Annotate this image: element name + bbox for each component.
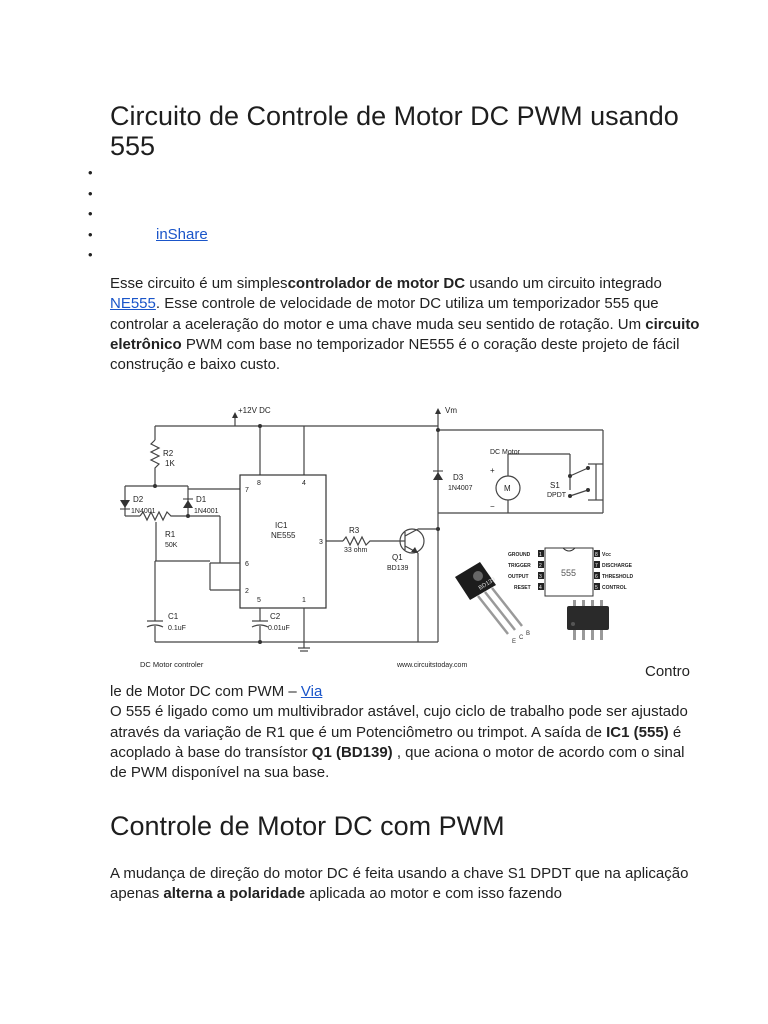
label-d3: D3 [453,473,464,482]
label-d1: D1 [196,495,207,504]
pinout-discharge: DISCHARGE [602,563,633,569]
leg-e: E [512,639,516,645]
body-bold-1: IC1 (555) [606,723,669,741]
pinout-control: CONTROL [602,585,627,591]
label-r1-val: 50K [165,542,178,549]
via-link[interactable]: Via [300,683,323,700]
label-c2-val: 0.01uF [268,625,290,632]
pinout-num-8: 8 [595,552,598,558]
pinout-ground: GROUND [508,552,531,558]
label-pin7: 7 [245,487,249,494]
pinout-num-7: 7 [595,563,598,569]
label-c2: C2 [270,612,281,621]
label-supply: +12V DC [238,406,271,415]
section-paragraph: A mudança de direção do motor DC é feita… [110,864,700,905]
pinout-output: OUTPUT [508,574,529,580]
body-text-3: , que aciona o motor de acordo com o sin… [110,743,685,782]
section-bold-1: alterna a polaridade [163,885,306,903]
pinout-num-6: 6 [595,574,598,580]
intro-bold-2: circuito eletrônico [110,315,700,353]
caption-part2: le de Motor DC com PWM – [110,683,301,700]
label-c1-val: 0.1uF [168,625,186,632]
pinout-trigger: TRIGGER [508,563,531,569]
circuit-diagram: +12V DC Vm R2 1K D2 1N4001 D1 1N4001 R1 … [110,396,658,676]
body-text-1: O 555 é ligado como um multivibrador ast… [110,703,688,741]
label-s1: S1 [550,481,560,490]
leg-b: B [526,631,530,637]
pinout-555: 555 [561,568,576,578]
label-r3-val: 33 ohm [344,547,368,554]
label-motor: DC Motor [490,449,521,456]
pinout-num-4: 4 [539,585,542,591]
caption-and-body-paragraph: le de Motor DC com PWM – Via O 555 é liga… [110,682,700,783]
label-d3-val: 1N4007 [448,485,473,492]
chip-photo [567,600,609,640]
intro-text-4: PWM com base no temporizador NE555 é o c… [110,335,680,374]
label-pin1: 1 [302,597,306,604]
label-ic1: IC1 [275,521,288,530]
label-d2: D2 [133,495,144,504]
label-plus: + [490,466,495,475]
figure-footer-right: www.circuitstoday.com [396,662,467,669]
label-pin5: 5 [257,597,261,604]
label-pin6: 6 [245,561,249,568]
leg-c: C [519,635,524,641]
pinout-num-3: 3 [539,574,542,580]
label-motor-m: M [504,484,511,493]
figure-footer-left: DC Motor controler [140,660,204,669]
pinout-num-5: 5 [595,585,598,591]
label-vm: Vm [445,406,457,415]
label-q1: Q1 [392,553,403,562]
label-pin8: 8 [257,480,261,487]
intro-paragraph: Esse circuito é um simplescontrolador de… [110,274,700,375]
body-text-2: é acoplado à base do transístor [110,723,682,761]
section-text-1: A mudança de direção do motor DC é feita… [110,865,689,903]
label-s1-val: DPDT [547,492,567,499]
label-r3: R3 [349,526,360,535]
caption-part1: Contro [645,663,691,680]
label-r2: R2 [163,449,174,458]
section-heading: Controle de Motor DC com PWM [110,811,505,841]
label-minus: − [490,502,495,511]
ic-pinout: 555 GROUND TRIGGER OUTPUT RESET Vcc DISC… [508,547,634,597]
intro-text-2: usando um circuito integrado [465,275,662,292]
pinout-vcc: Vcc [602,552,611,558]
intro-text-3: . Esse controle de velocidade de motor D… [110,295,659,333]
intro-text-1: Esse circuito é um simples [110,275,288,292]
label-r1: R1 [165,530,176,539]
pinout-num-1: 1 [539,552,542,558]
intro-bold-1: controlador de motor DC [287,275,466,292]
body-bold-2: Q1 (BD139) [311,743,393,761]
label-r2-val: 1K [165,459,175,468]
label-pin4: 4 [302,480,306,487]
label-ic1-val: NE555 [271,531,296,540]
pinout-num-2: 2 [539,563,542,569]
label-c1: C1 [168,612,179,621]
label-pin2: 2 [245,588,249,595]
label-d2-val: 1N4001 [131,508,156,515]
label-pin3: 3 [319,539,323,546]
transistor-photo: BD139 E C B [455,562,530,645]
ne555-link[interactable]: NE555 [110,295,156,313]
inshare-link[interactable]: inShare [156,225,208,243]
pinout-threshold: THRESHOLD [602,574,634,580]
pinout-reset: RESET [514,585,531,591]
article-title: Circuito de Controle de Motor DC PWM usa… [110,101,679,161]
section-text-2: aplicada ao motor e com isso fazendo [305,885,562,903]
label-q1-val: BD139 [387,565,409,572]
label-d1-val: 1N4001 [194,508,219,515]
